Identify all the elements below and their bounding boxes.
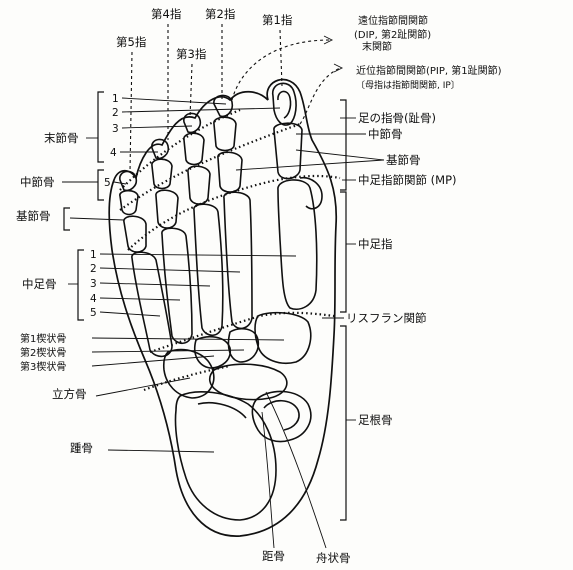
navicular-label: 舟状骨 <box>316 551 351 565</box>
cuneiform-1-bone <box>255 313 311 364</box>
toe3-proximal-phalanx <box>188 166 210 204</box>
distal-num-3: 3 <box>112 123 119 135</box>
toe5-middle-phalanx <box>120 191 138 215</box>
toe5-label: 第5指 <box>116 35 146 49</box>
toe4-distal-phalanx <box>152 139 168 158</box>
distal-num-2: 2 <box>112 107 119 119</box>
toe4-proximal-phalanx <box>156 190 178 228</box>
metatarsal-lead-2 <box>100 268 240 272</box>
calcaneus-bone <box>175 392 276 520</box>
metatarsal-region-label: 中足指 <box>358 237 393 251</box>
pip-arrowhead <box>334 64 342 72</box>
dip-label-3: 末関節 <box>362 40 392 53</box>
toe1-metatarsal <box>278 180 317 309</box>
tarsal-region-bracket <box>340 326 346 520</box>
left-metatarsal-label: 中足骨 <box>22 277 57 291</box>
distal-bracket <box>98 92 104 162</box>
calcaneus-lead <box>108 450 214 452</box>
mp-label: 中足指節関節 (MP) <box>358 173 457 187</box>
cuneiform-2-bone <box>228 329 258 362</box>
left-proximal-phalanx-label: 基節骨 <box>16 209 51 223</box>
cuneiform-3-bone <box>195 337 230 368</box>
metatarsal-num-3: 3 <box>90 278 97 290</box>
calcaneus-label: 踵骨 <box>70 441 93 455</box>
proximal-bracket <box>64 208 70 230</box>
toe-bones-bracket <box>340 100 346 190</box>
right-middle-phalanx-label: 中節骨 <box>368 127 403 141</box>
metatarsal-lead-5 <box>100 312 160 316</box>
toe2-metatarsal <box>224 192 252 328</box>
metatarsal-region-bracket <box>340 192 346 312</box>
metatarsal-num-2: 2 <box>90 263 97 275</box>
distal-lead-5 <box>114 182 126 184</box>
right-proximal-lead-2 <box>296 150 384 160</box>
toe3-label: 第3指 <box>176 47 206 61</box>
cuneiform3-label: 第3楔状骨 <box>20 360 66 373</box>
toe-bones-label: 足の指骨(趾骨) <box>358 111 436 125</box>
cuboid-lead <box>96 378 190 396</box>
toe5-distal-phalanx <box>120 171 136 190</box>
mp-joint-line <box>128 176 340 250</box>
left-proximal-lead <box>70 218 124 220</box>
toe1-label: 第1指 <box>262 13 292 27</box>
cuneiform1-label: 第1楔状骨 <box>20 332 66 345</box>
toe2-middle-phalanx <box>214 117 236 150</box>
toe2-distal-phalanx <box>214 95 232 116</box>
lisfranc-joint-line <box>150 313 334 352</box>
tarsal-region-label: 足根骨 <box>358 413 393 427</box>
distal-lead-3 <box>122 126 192 128</box>
distal-num-5: 5 <box>104 177 111 189</box>
toe5-proximal-phalanx <box>124 216 146 252</box>
toe1-distal-inner <box>278 91 291 118</box>
toe4-label: 第4指 <box>151 7 181 21</box>
left-distal-phalanx-label: 末節骨 <box>44 131 79 145</box>
toe1-distal-phalanx <box>273 83 296 125</box>
toe1-lead <box>280 30 282 86</box>
distal-num-1: 1 <box>112 93 119 105</box>
toe1-proximal-phalanx <box>274 123 302 178</box>
right-proximal-lead-1 <box>236 160 384 170</box>
dip-label-2: (DIP, 第2趾関節) <box>354 28 431 41</box>
lisfranc-label: リスフラン関節 <box>346 311 427 325</box>
metatarsal-lead-3 <box>100 283 210 286</box>
toe2-proximal-phalanx <box>218 152 242 192</box>
metatarsal-num-5: 5 <box>90 307 97 319</box>
metatarsal-num-1: 1 <box>90 249 97 261</box>
talus-label: 距骨 <box>262 549 285 563</box>
toe3-metatarsal <box>194 204 223 335</box>
calcaneus-inner <box>198 403 246 418</box>
right-proximal-phalanx-label: 基節骨 <box>386 153 421 167</box>
toe2-label: 第2指 <box>205 7 235 21</box>
chopart-joint-line <box>144 366 230 390</box>
pip-label-1: 近位指節間関節(PIP, 第1趾関節) <box>356 64 502 77</box>
pip-label-2: 〔母指は指節間関節, IP〕 <box>356 79 460 91</box>
cuneiform3-lead <box>92 356 214 366</box>
toe3-middle-phalanx <box>184 133 204 164</box>
talus-lead <box>262 412 274 548</box>
metatarsal-lead-1 <box>100 254 296 256</box>
cuboid-label: 立方骨 <box>52 387 87 401</box>
cuneiform2-label: 第2楔状骨 <box>20 346 66 359</box>
pip-joint-line <box>120 124 300 210</box>
distal-num-4: 4 <box>110 147 117 159</box>
dip-label-1: 遠位指節間関節 <box>358 14 428 27</box>
metatarsal-num-4: 4 <box>90 293 97 305</box>
metatarsal-bracket <box>78 250 84 320</box>
left-middle-phalanx-label: 中節骨 <box>20 175 55 189</box>
